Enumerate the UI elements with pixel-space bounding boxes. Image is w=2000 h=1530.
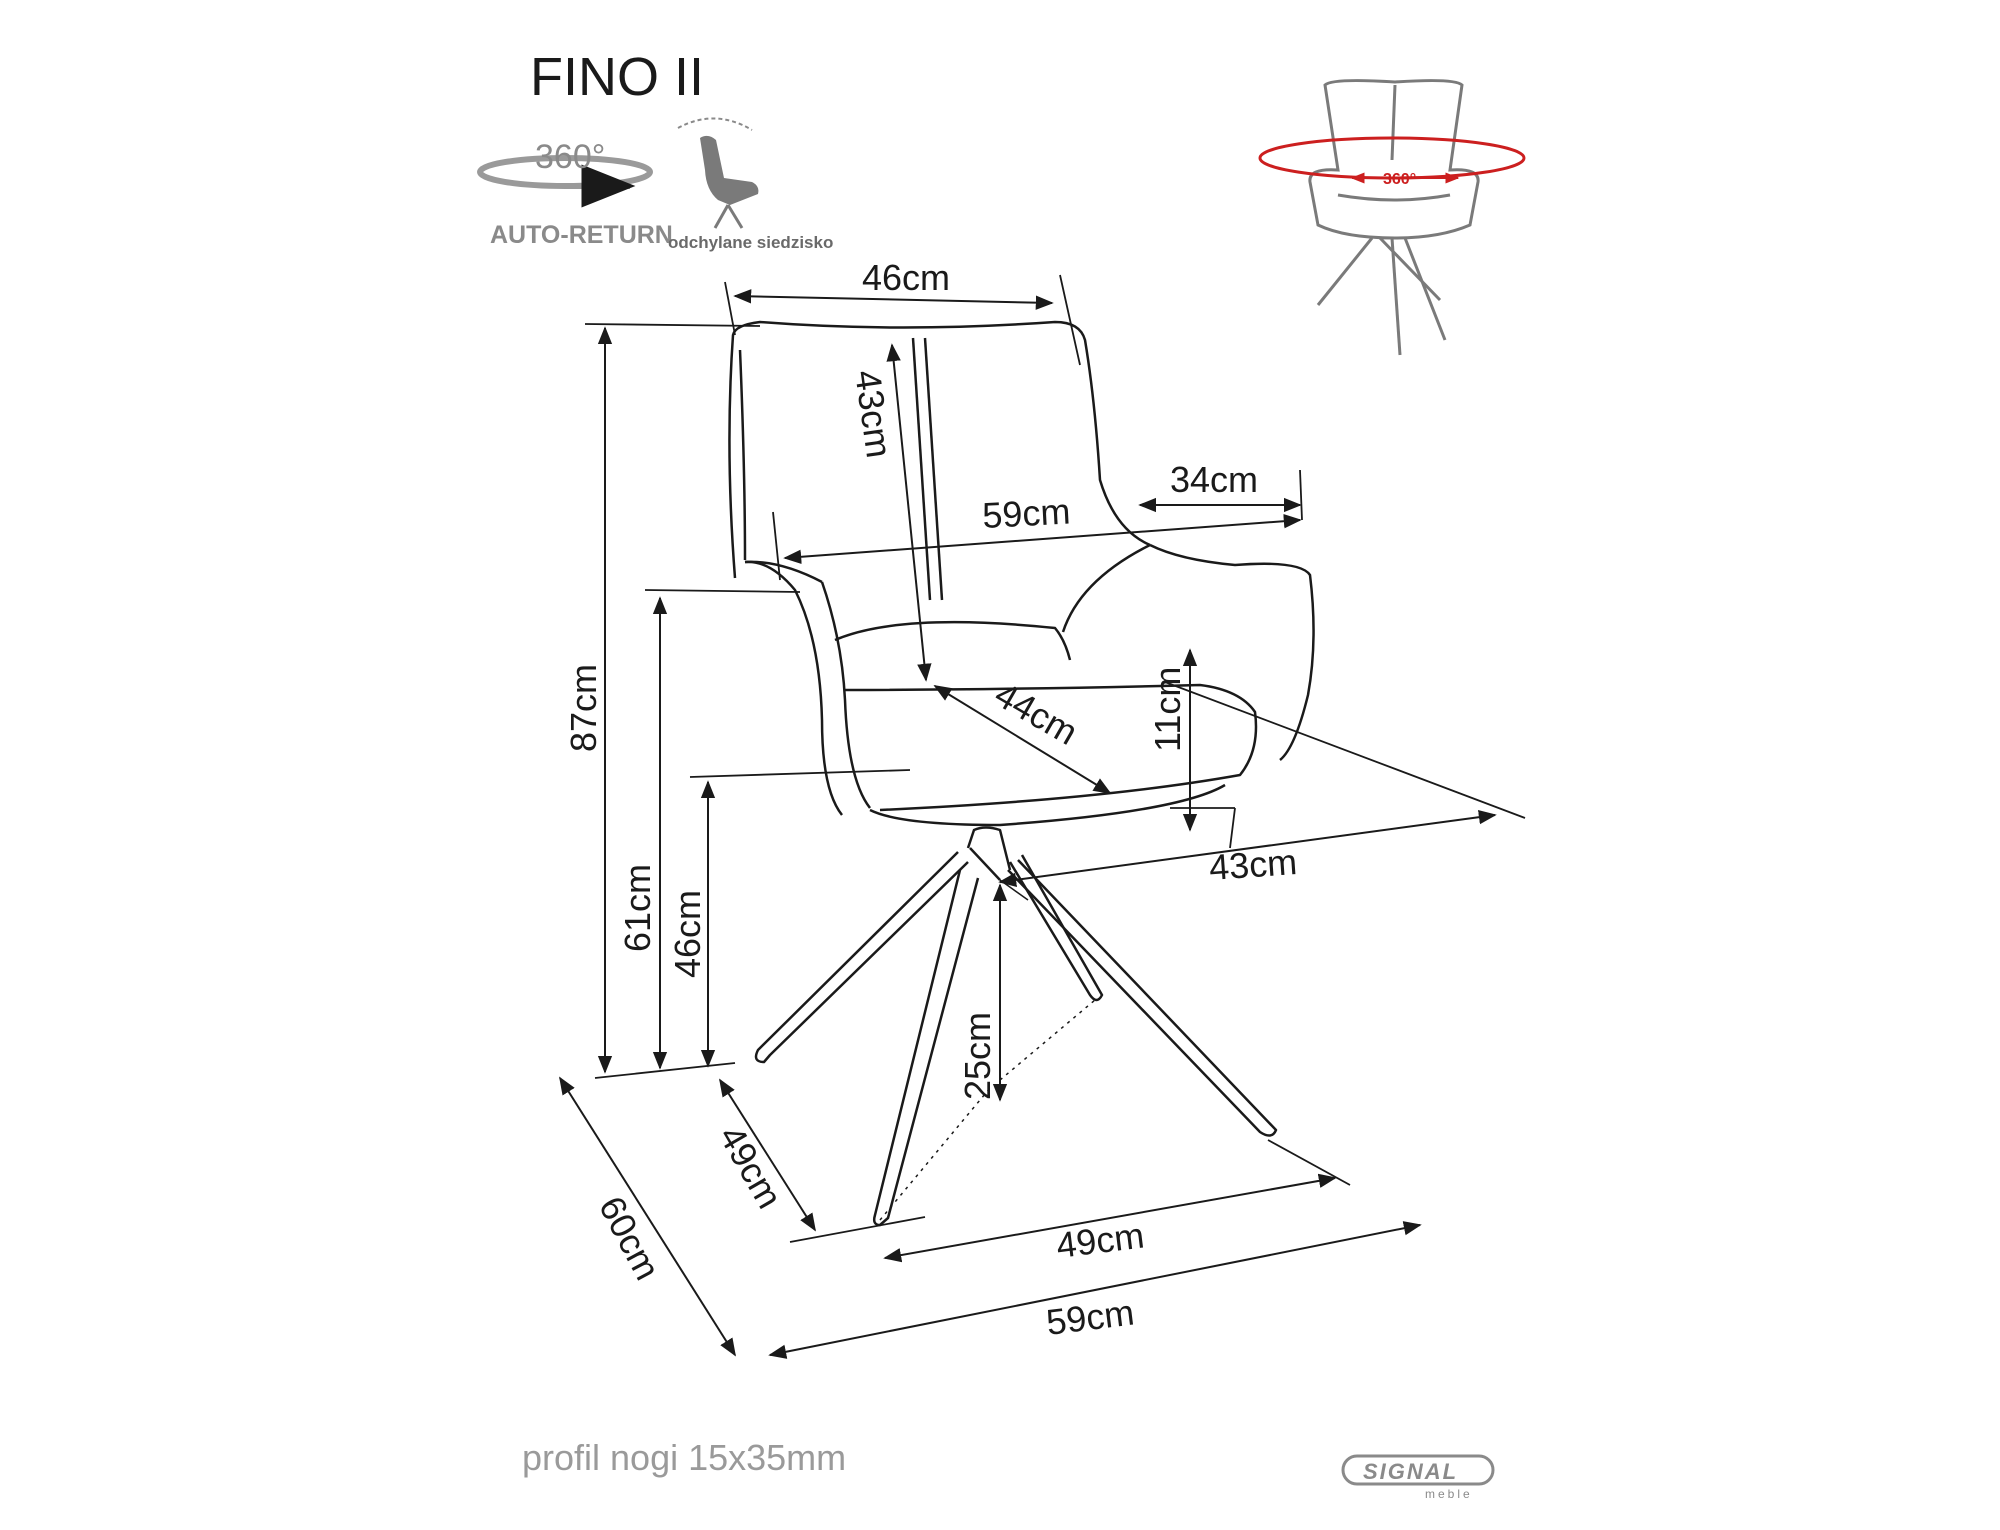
tilt-label: odchylane siedzisko [668,233,833,252]
product-title: FINO II [530,47,704,107]
label-total-depth: 60cm [591,1190,669,1287]
rotation-label: 360° [535,138,605,176]
label-seat-thickness: 11cm [1147,667,1188,752]
rotation-icon: 360° AUTO-RETURN [477,138,673,249]
dim-seat-depth-line [998,810,1497,887]
auto-return-label: AUTO-RETURN [490,221,673,249]
dim-total-depth-line [559,1076,736,1357]
leg-profile-note: profil nogi 15x35mm [522,1437,846,1478]
tilt-seat-icon: odchylane siedzisko [668,117,833,252]
thumbnail-rotation-arrow: 360° [1258,136,1526,188]
label-back-width: 46cm [862,257,950,298]
label-back-height: 43cm [847,367,900,460]
dim-back-height-line [886,343,932,682]
label-arm-depth: 34cm [1170,459,1258,500]
label-total-height: 87cm [563,664,604,752]
brand-name: SIGNAL [1363,1459,1458,1484]
chair-thumbnail [1308,79,1480,356]
label-leg-height: 25cm [957,1012,998,1100]
dim-seat-width-line [933,685,1112,794]
thumbnail-rotation-label: 360° [1383,171,1416,188]
dim-arm-width-line [783,514,1302,564]
brand-subtitle: meble [1425,1487,1473,1501]
label-arm-width: 59cm [981,490,1071,536]
label-base-depth: 49cm [711,1119,791,1216]
dimension-lines [559,289,1497,1359]
brand-logo: SIGNAL meble [1341,1454,1495,1501]
label-seat-height: 46cm [667,890,708,978]
label-total-width: 59cm [1044,1292,1136,1343]
label-seat-width: 44cm [988,673,1085,753]
dim-back-width-line [733,289,1054,310]
dim-total-width-line [768,1221,1422,1359]
label-seat-depth: 43cm [1208,841,1299,888]
label-base-width: 49cm [1054,1215,1146,1266]
label-arm-height: 61cm [617,864,658,952]
